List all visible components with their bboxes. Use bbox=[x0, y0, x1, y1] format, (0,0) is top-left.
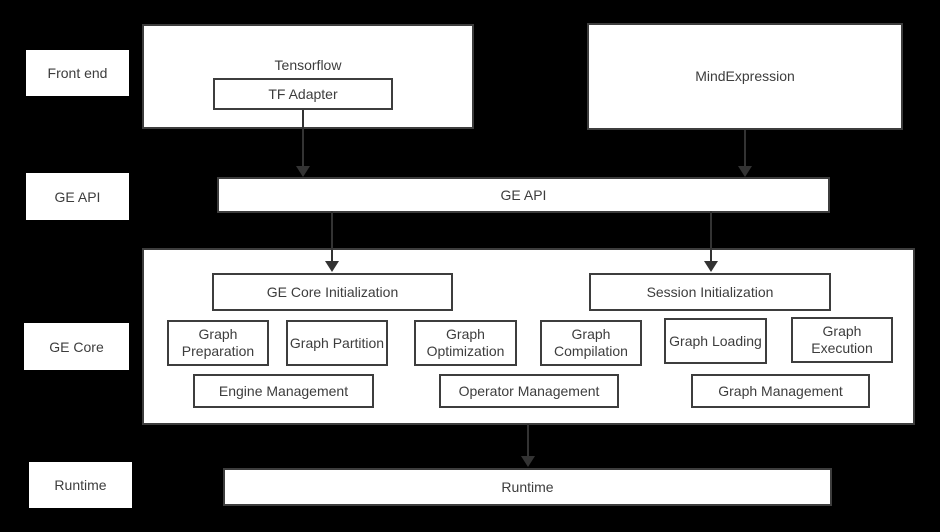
graph-partition-box: Graph Partition bbox=[286, 320, 388, 366]
arrow-tf-adapter-to-ge-api bbox=[296, 110, 310, 177]
graph-execution-box: Graph Execution bbox=[791, 317, 893, 363]
arrow-mindexpression-to-ge-api bbox=[738, 130, 752, 177]
arrow-ge-api-to-ge-core-initialization bbox=[325, 211, 339, 272]
graph-preparation-box: Graph Preparation bbox=[167, 320, 269, 366]
layer-label-front-end: Front end bbox=[26, 50, 129, 96]
tensorflow-label: Tensorflow bbox=[274, 57, 342, 73]
graph-compilation-box: Graph Compilation bbox=[540, 320, 642, 366]
engine-management-box: Engine Management bbox=[193, 374, 374, 408]
layer-label-runtime: Runtime bbox=[29, 462, 132, 508]
tf-adapter-box: TF Adapter bbox=[213, 78, 393, 110]
ge-core-box: GE Core Initialization Session Initializ… bbox=[142, 248, 915, 425]
operator-management-box: Operator Management bbox=[439, 374, 619, 408]
graph-management-box: Graph Management bbox=[691, 374, 870, 408]
layer-label-ge-core: GE Core bbox=[24, 323, 129, 370]
mindexpression-box: MindExpression bbox=[587, 23, 903, 130]
layer-label-ge-api: GE API bbox=[26, 173, 129, 220]
ge-api-bar: GE API bbox=[217, 177, 830, 213]
arrow-ge-core-to-runtime bbox=[521, 424, 535, 467]
graph-loading-box: Graph Loading bbox=[664, 318, 767, 364]
graph-optimization-box: Graph Optimization bbox=[414, 320, 517, 366]
session-initialization-box: Session Initialization bbox=[589, 273, 831, 311]
ge-core-initialization-box: GE Core Initialization bbox=[212, 273, 453, 311]
tensorflow-box: Tensorflow TF Adapter bbox=[142, 24, 474, 129]
arrow-ge-api-to-session-initialization bbox=[704, 211, 718, 272]
runtime-bar: Runtime bbox=[223, 468, 832, 506]
